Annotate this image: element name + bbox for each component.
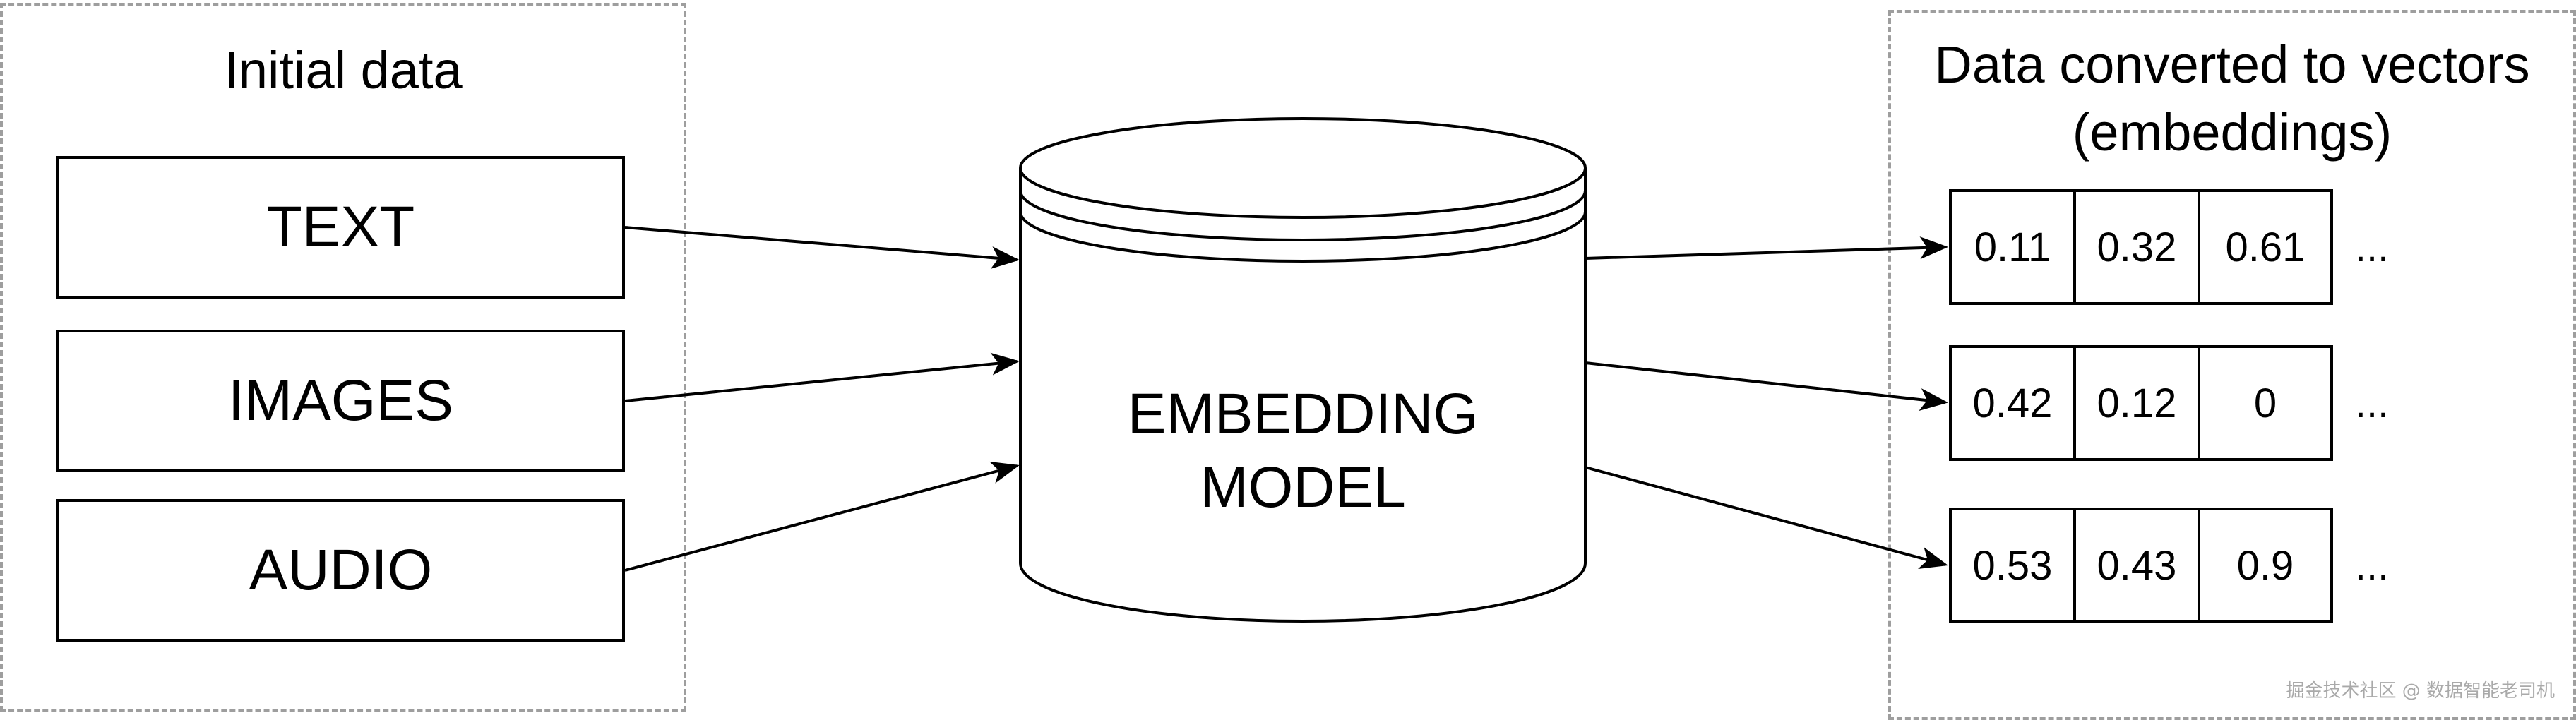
vector-row-2: 0.42 0.12 0 ... (1949, 345, 2411, 461)
cylinder-body (1019, 168, 1587, 623)
arrow-model-to-vector-1 (1585, 236, 1948, 260)
initial-data-group: Initial data (0, 3, 686, 712)
vector-row-3: 0.53 0.43 0.9 ... (1949, 508, 2411, 623)
arrow-audio-to-model (624, 461, 1020, 572)
arrow-model-to-vector-3 (1585, 466, 1948, 570)
vector-cell: 0.43 (2073, 508, 2200, 623)
model-label-line2: MODEL (1200, 455, 1406, 520)
vector-cell: 0.9 (2198, 508, 2333, 623)
embedding-model-label: EMBEDDING MODEL (1020, 378, 1585, 524)
embeddings-title-line2: (embeddings) (2072, 103, 2392, 162)
embedding-model-cylinder (1019, 117, 1587, 623)
input-images-box: IMAGES (56, 330, 625, 472)
model-label-line1: EMBEDDING (1127, 382, 1479, 446)
vector-cell: 0 (2198, 345, 2333, 461)
watermark: 掘金技术社区 @ 数据智能老司机 (2286, 680, 2555, 702)
embeddings-title-line1: Data converted to vectors (1934, 35, 2530, 94)
initial-data-title: Initial data (224, 41, 463, 100)
cylinder-ring-2 (1019, 211, 1587, 263)
arrow-text-to-model (624, 226, 1020, 269)
vector-cell: 0.53 (1949, 508, 2076, 623)
vector-cell: 0.11 (1949, 189, 2076, 305)
input-audio-box: AUDIO (56, 499, 625, 642)
vector-ellipsis: ... (2354, 542, 2390, 589)
arrow-images-to-model (624, 352, 1020, 402)
input-text-box: TEXT (56, 156, 625, 299)
vector-ellipsis: ... (2354, 380, 2390, 426)
vector-cell: 0.42 (1949, 345, 2076, 461)
vector-cell: 0.12 (2073, 345, 2200, 461)
cylinder-top (1019, 117, 1587, 219)
embeddings-group: Data converted to vectors (embeddings) (1888, 10, 2576, 720)
arrow-model-to-vector-2 (1585, 361, 1948, 411)
vector-row-1: 0.11 0.32 0.61 ... (1949, 189, 2411, 305)
cylinder-ring-1 (1019, 190, 1587, 241)
vector-ellipsis: ... (2354, 224, 2390, 270)
vector-cell: 0.61 (2198, 189, 2333, 305)
vector-cell: 0.32 (2073, 189, 2200, 305)
